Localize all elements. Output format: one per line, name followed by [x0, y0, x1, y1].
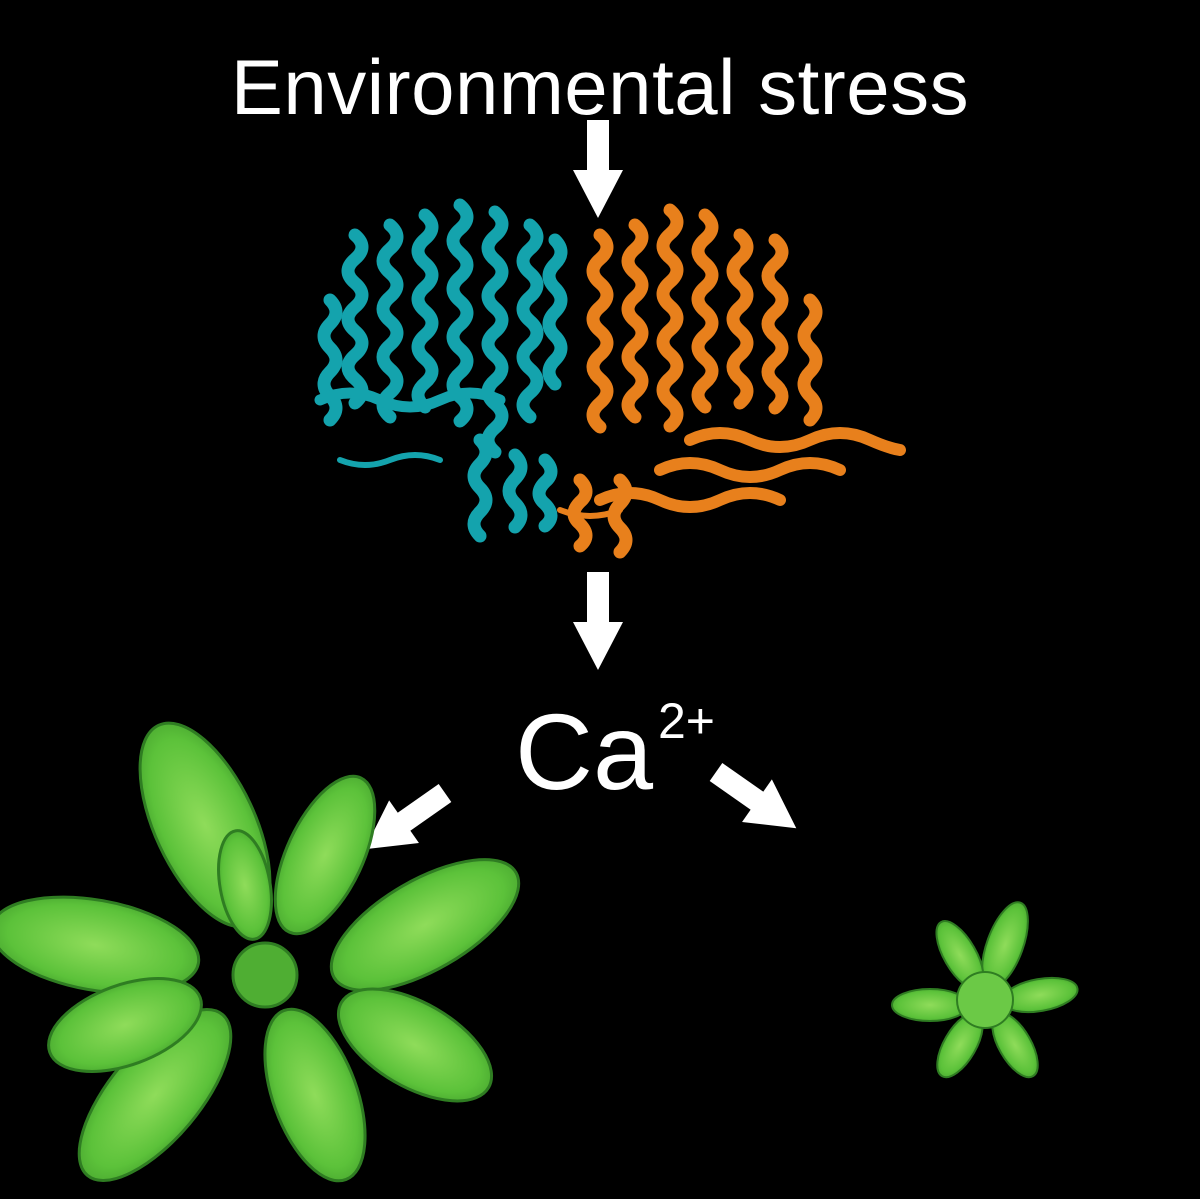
- arrow-ion-to-large-plant: [364, 783, 452, 850]
- calcium-ion-label: Ca 2+: [515, 696, 715, 806]
- arrow-ion-to-small-plant: [709, 762, 797, 829]
- large-plant-rosette: [0, 721, 521, 1183]
- arrow-down-stress-to-protein: [573, 120, 623, 218]
- ion-symbol: Ca: [515, 691, 654, 812]
- small-plant-rosette: [891, 901, 1079, 1079]
- ion-charge: 2+: [658, 693, 716, 749]
- stress-label: Environmental stress: [230, 43, 970, 131]
- protein-subunit-orange: [557, 203, 906, 559]
- arrow-down-protein-to-ion: [573, 572, 623, 670]
- protein-subunit-teal: [314, 198, 568, 543]
